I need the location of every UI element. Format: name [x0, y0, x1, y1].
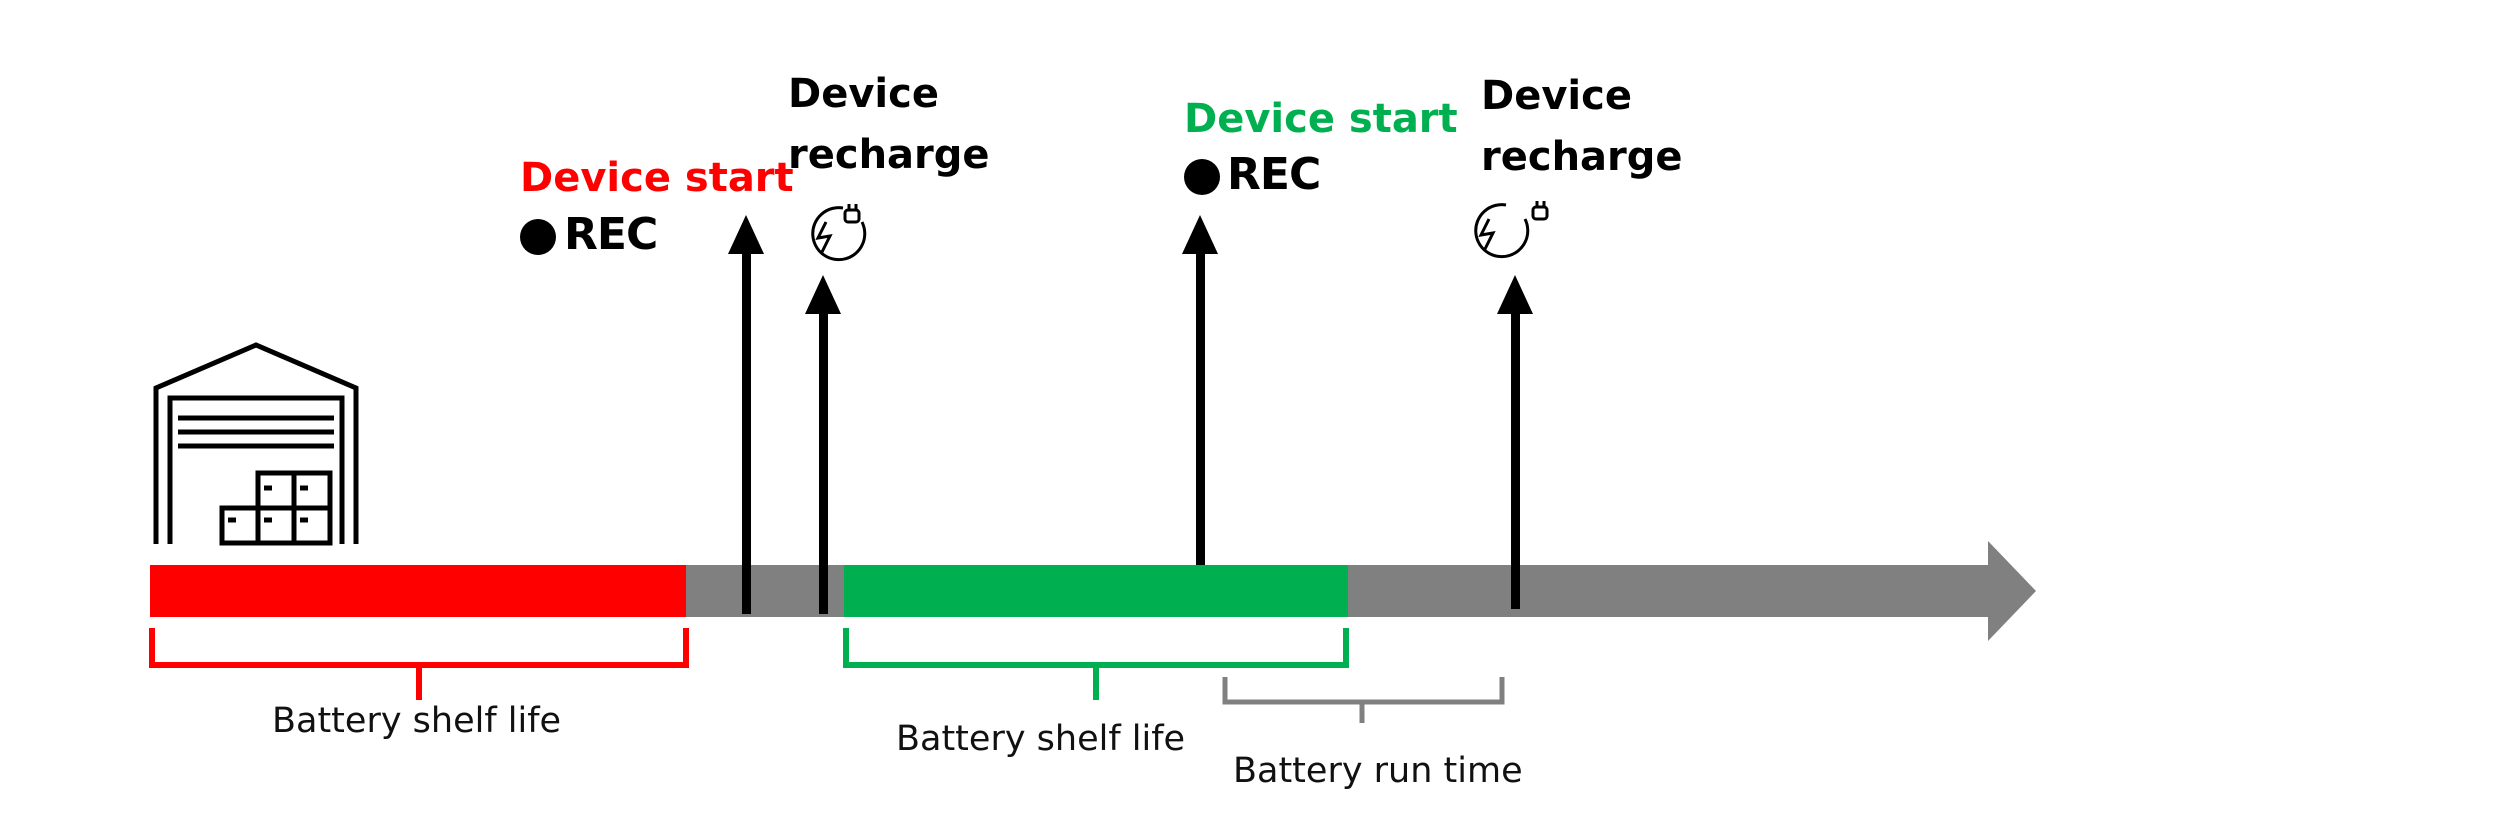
timeline-arrowhead — [1988, 541, 2036, 641]
second-rec-tag: REC — [1227, 149, 1321, 200]
second-recharge-label-line-1: Device — [1481, 73, 1632, 119]
second-recharge-label-line-2: recharge — [1481, 134, 1683, 180]
first-recharge-label-line-2: recharge — [788, 132, 990, 178]
second-shelf-life-label: Battery shelf life — [896, 719, 1186, 759]
first-shelf-life-label: Battery shelf life — [272, 701, 562, 741]
run-time-bracket — [1222, 677, 1505, 723]
event-arrow — [1497, 275, 1533, 609]
record-dot-icon — [520, 219, 556, 255]
event-arrow — [728, 215, 764, 614]
first-shelf-life-bracket — [149, 628, 689, 700]
charging-plug-icon — [811, 204, 867, 262]
second-device-start-label: Device start — [1184, 96, 1458, 142]
second-shelf-life-bracket — [843, 628, 1349, 700]
second-shelf-life-bar — [844, 565, 1348, 617]
event-arrow — [1182, 215, 1218, 565]
charging-plug-icon — [1474, 201, 1549, 259]
event-arrow — [805, 275, 841, 614]
first-device-start-label: Device start — [520, 155, 794, 201]
first-shelf-life-bar — [150, 565, 686, 617]
first-rec-tag: REC — [564, 209, 658, 260]
record-dot-icon — [1184, 159, 1220, 195]
run-time-label: Battery run time — [1233, 751, 1523, 791]
first-recharge-label-line-1: Device — [788, 71, 939, 117]
warehouse-icon — [153, 342, 359, 546]
